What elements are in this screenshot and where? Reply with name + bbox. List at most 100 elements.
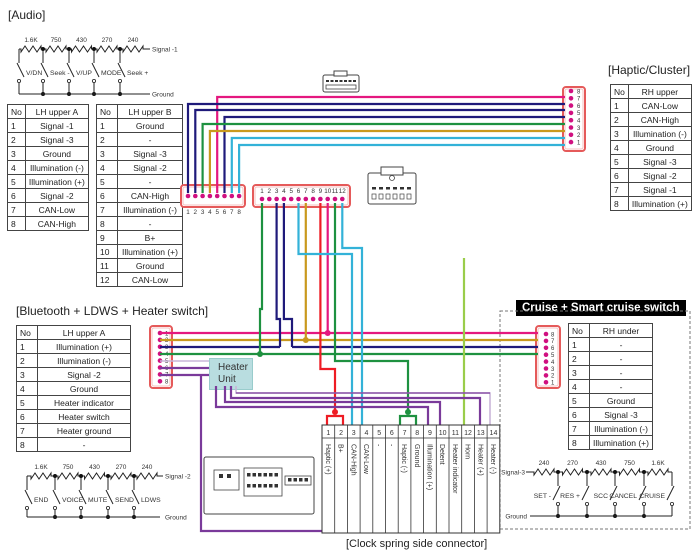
mini-pin [326, 80, 329, 82]
mini-pin [348, 80, 352, 82]
mini-pin [258, 484, 262, 488]
ground-label: Ground [505, 514, 527, 521]
switch-blade [24, 489, 33, 505]
resistor [27, 471, 55, 481]
connector-pin-number: 6 [551, 346, 555, 352]
harness-wire [194, 108, 565, 193]
node-dot [79, 474, 83, 478]
connector-pin-number: 10 [324, 188, 332, 195]
mini-pin [378, 193, 384, 200]
switch-contact [585, 501, 590, 506]
clock-spring-pin-label: CAN-Low [362, 444, 369, 475]
switch-contact [131, 505, 136, 510]
resistor-value: 430 [596, 460, 607, 467]
connector-pin [200, 193, 205, 199]
resistor [43, 44, 69, 54]
mini-pin [371, 193, 377, 200]
haptic-connector-inner [564, 88, 584, 150]
mini-pin [299, 478, 303, 482]
clock-spring-pin-label: Heater indicator [451, 444, 458, 494]
connector-pin-number: 1 [165, 331, 169, 337]
clock-spring-pin-label: Haptic (-) [400, 444, 407, 473]
switch-blade [638, 485, 647, 501]
clock-spring-pin-label: Heater (-) [489, 444, 496, 474]
clock-spring-pin-label: Heater (+) [476, 444, 483, 476]
pin-function: CAN-Low [117, 272, 183, 287]
switch-label: Seek - [50, 70, 70, 77]
resistor [587, 467, 615, 477]
connector-pin-number: 4 [282, 188, 286, 195]
connector-pin [274, 196, 279, 202]
switch-blade [609, 485, 618, 501]
bluetooth-connector [149, 325, 173, 389]
loop-wire [398, 414, 418, 425]
switch-contact [556, 501, 561, 506]
connector-pin [568, 96, 574, 101]
resistor [134, 471, 160, 481]
clock-spring-pin-label: - [387, 444, 394, 447]
connector-pin [543, 338, 549, 344]
mini-pin [247, 484, 251, 488]
mini-pin [269, 484, 273, 488]
drop-wire [341, 203, 364, 425]
clock-spring-pin-label: - [375, 444, 382, 447]
heater-wire [214, 386, 430, 425]
connector-pin-number: 8 [551, 332, 555, 338]
clock-spring-pin-number: 6 [390, 430, 394, 437]
switch-contact [92, 79, 97, 84]
connector-pin-number: 2 [194, 209, 198, 216]
switch-contact [67, 79, 72, 84]
drop-wire [258, 203, 264, 354]
switch-contact [24, 505, 29, 510]
drop-wire [333, 203, 410, 412]
harness-wire [238, 143, 565, 193]
connector-pin [543, 373, 549, 378]
switch-blade [66, 62, 75, 78]
connector-pin-number: 6 [577, 104, 581, 110]
switch-blade [16, 62, 25, 78]
heater-unit-line1: Heater [218, 362, 249, 373]
heater-unit: Heater Unit [209, 358, 253, 390]
switch-label: SCC [594, 493, 608, 500]
connector-pin [229, 193, 235, 199]
cruise-box [499, 310, 691, 530]
connector-pin-number: 7 [551, 339, 555, 345]
drop-wire [282, 203, 294, 347]
connector-pin-number: 3 [551, 367, 555, 373]
switch-label: MODE [101, 70, 122, 77]
resistor-value: 270 [116, 464, 127, 471]
resistor [120, 44, 146, 54]
clock-spring-pin-number: 7 [403, 430, 407, 437]
node-dot [41, 47, 45, 51]
clock-spring-pin-label: Illumination (+) [425, 444, 432, 490]
clock-spring-pin-label: Ground [413, 444, 420, 467]
connector-pin-number: 1 [577, 140, 581, 146]
clock-spring-pin-label: Horn [464, 444, 471, 459]
clock-spring-pin-number: 4 [364, 430, 368, 437]
clock-spring-pin-number: 14 [490, 430, 498, 437]
connector-pin [543, 352, 549, 358]
mini-pin [288, 478, 292, 482]
connector-pin [325, 196, 331, 202]
connector-pin [193, 193, 198, 199]
mini-pin [219, 474, 223, 478]
mini-pin [330, 80, 334, 82]
connector-pin [157, 379, 163, 384]
resistor [615, 467, 644, 477]
connector-pin-number: 8 [237, 209, 241, 216]
table-row: 8- [96, 216, 183, 231]
switch-blade [78, 489, 87, 505]
switch-blade [131, 489, 140, 505]
connector-pin-number: 9 [319, 188, 323, 195]
node-dot [67, 47, 71, 51]
connector-pin [310, 196, 316, 202]
resistor-value: 240 [142, 464, 153, 471]
bluetooth-title: [Bluetooth + LDWS + Heater switch] [16, 304, 209, 318]
